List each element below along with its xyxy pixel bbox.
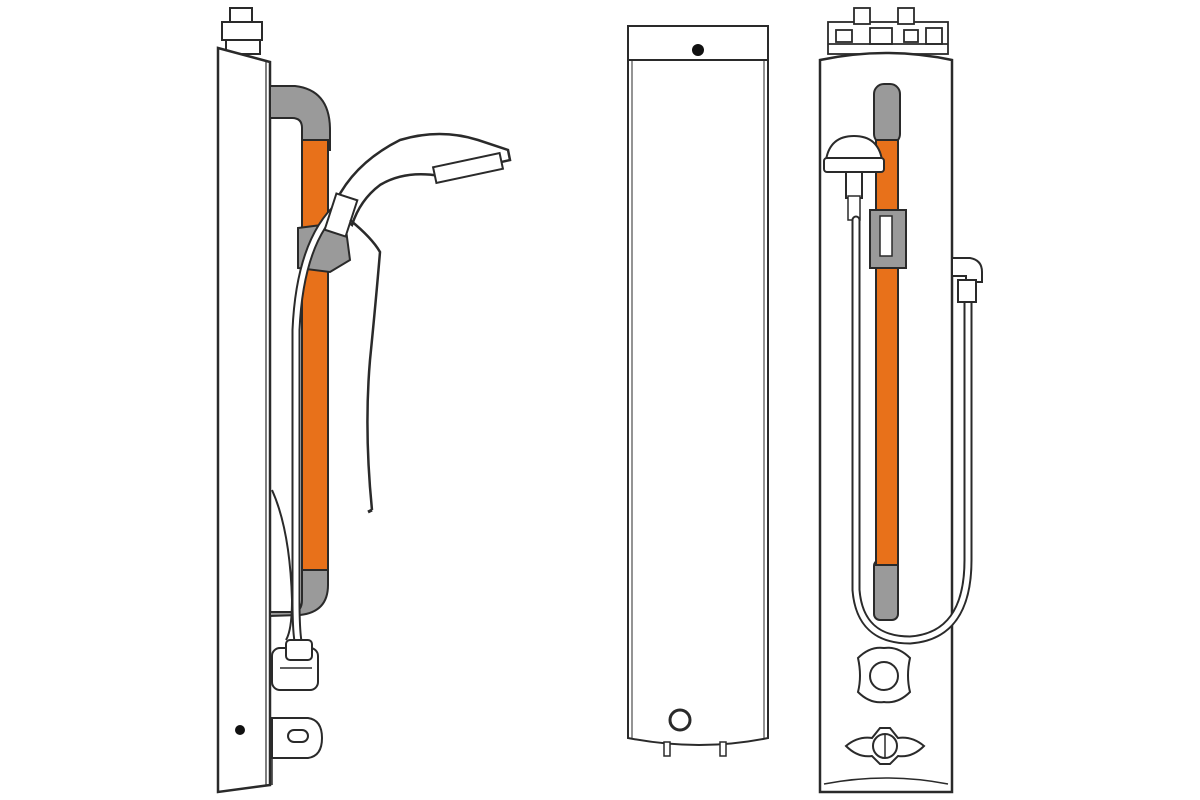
side-hose-inner [293,202,343,653]
front-view [818,7,983,794]
front-panel-bottom-curve [823,777,949,785]
side-shower-head-face [431,151,505,185]
front-temperature-control-knob [844,727,926,765]
front-top-fittings [827,7,949,55]
side-top-fitting-lower [221,21,263,41]
back-panel-body [627,59,769,746]
back-bottom-pin-left [663,741,671,757]
side-mixer-valve [271,639,319,691]
front-upper-bracket [873,83,901,145]
side-hanging-cord [349,219,382,511]
side-shower-head [330,132,512,228]
side-top-fittings [221,7,263,55]
front-flow-control-knob [856,646,912,704]
back-mount-hole [692,44,704,56]
front-shower-head [823,134,885,221]
side-panel-body [216,46,272,794]
front-hose-elbow-connector [951,257,983,303]
side-riser-rail [301,139,329,571]
back-view [627,25,769,757]
side-shower-head-grip [323,192,359,238]
side-view [216,7,512,794]
front-riser-rail [875,139,899,566]
side-lower-valve [271,717,324,785]
back-bottom-pin-right [719,741,727,757]
back-bottom-outlet [668,708,692,732]
front-lower-bracket [873,559,899,621]
side-top-fitting-upper [229,7,253,23]
side-hose-loop [271,489,294,641]
side-mount-hole [235,725,245,735]
front-slide-holder [869,209,907,269]
